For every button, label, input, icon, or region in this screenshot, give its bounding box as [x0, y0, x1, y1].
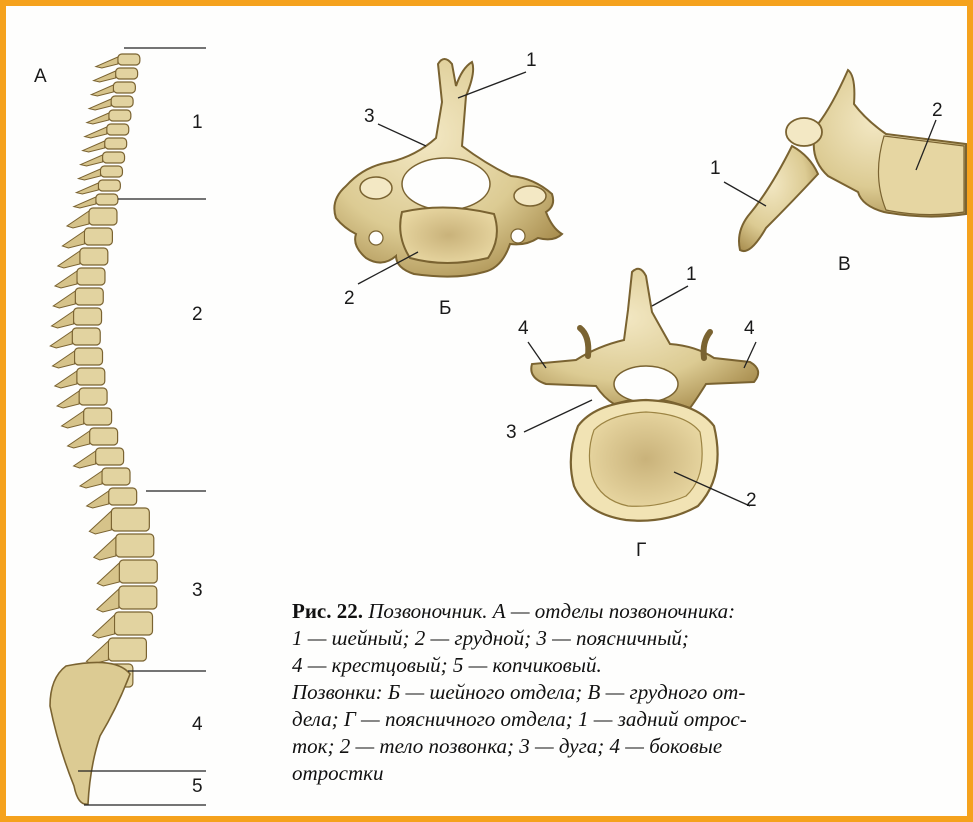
- spinous-process: [80, 471, 102, 488]
- vertebra: [80, 248, 108, 265]
- vertebra: [108, 638, 146, 661]
- vertebra: [105, 138, 127, 149]
- spinous-process: [53, 291, 75, 308]
- spinous-process: [91, 85, 113, 96]
- vertebra: [103, 152, 125, 163]
- callout-number: 1: [710, 158, 721, 180]
- spinous-process: [96, 57, 118, 68]
- callout-number: 4: [518, 318, 529, 340]
- section-number: 5: [192, 776, 203, 798]
- spinous-process: [78, 169, 100, 180]
- spinous-process: [52, 311, 74, 328]
- vertebra: [102, 468, 130, 485]
- vertebra: [77, 268, 105, 285]
- caption-line: ток; 2 — тело позвонка; 3 — дуга; 4 — бо…: [292, 733, 972, 760]
- panel-label-a: А: [34, 66, 47, 88]
- vertebra: [118, 54, 140, 65]
- callout-number: 2: [344, 288, 355, 310]
- thoracic-vertebra: [739, 70, 966, 251]
- caption-line: Рис. 22. Позвоночник. А — отделы позвоно…: [292, 598, 972, 625]
- vertebra: [74, 308, 102, 325]
- caption-line: Позвонки: Б — шейного отдела; В — грудно…: [292, 679, 972, 706]
- vertebra: [96, 194, 118, 205]
- spinous-process: [94, 71, 116, 82]
- vertebral-column: [50, 54, 157, 804]
- callout-number: 1: [686, 264, 697, 286]
- vertebra: [116, 534, 154, 557]
- spinous-process: [53, 351, 75, 368]
- vertebra: [107, 124, 129, 135]
- vertebra: [119, 586, 157, 609]
- spinous-process: [89, 99, 111, 110]
- spinous-process: [58, 251, 80, 268]
- spinous-process: [87, 113, 109, 124]
- spinous-process: [87, 491, 109, 508]
- vertebra: [72, 328, 100, 345]
- vertebra: [113, 82, 135, 93]
- spinous-process: [85, 127, 107, 138]
- spinous-process: [57, 391, 79, 408]
- figure-reference: Рис. 22.: [292, 599, 363, 623]
- spinous-process: [89, 511, 111, 534]
- spinous-process: [97, 589, 119, 612]
- section-number: 4: [192, 714, 203, 736]
- spinous-process: [81, 155, 103, 166]
- vertebra: [89, 208, 117, 225]
- vertebra: [75, 348, 103, 365]
- vertebra: [109, 488, 137, 505]
- vertebra: [111, 96, 133, 107]
- caption-line: 1 — шейный; 2 — грудной; 3 — поясничный;: [292, 625, 972, 652]
- callout-number: 4: [744, 318, 755, 340]
- vertebra: [77, 368, 105, 385]
- callout-number: 3: [506, 422, 517, 444]
- vertebra: [84, 228, 112, 245]
- spinous-process: [62, 411, 84, 428]
- spinous-process: [62, 231, 84, 248]
- spinous-process: [74, 197, 96, 208]
- panel-label-b: Б: [439, 298, 451, 320]
- vertebra: [119, 560, 157, 583]
- vertebra: [79, 388, 107, 405]
- callout-number: 1: [526, 50, 537, 72]
- spinous-process: [67, 211, 89, 228]
- panel-label-g: Г: [636, 540, 646, 562]
- spinous-process: [86, 641, 108, 664]
- section-number: 1: [192, 112, 203, 134]
- callout-number: 3: [364, 106, 375, 128]
- figure-caption: Рис. 22. Позвоночник. А — отделы позвоно…: [292, 598, 972, 787]
- caption-line: отростки: [292, 760, 972, 787]
- caption-line: дела; Г — поясничного отдела; 1 — задний…: [292, 706, 972, 733]
- section-number: 3: [192, 580, 203, 602]
- vertebra: [116, 68, 138, 79]
- vertebra: [96, 448, 124, 465]
- vertebra: [115, 612, 153, 635]
- spinous-process: [55, 371, 77, 388]
- spinous-process: [97, 563, 119, 586]
- lumbar-vertebra: [531, 269, 758, 521]
- panel-label-v: В: [838, 254, 851, 276]
- caption-line: 4 — крестцовый; 5 — копчиковый.: [292, 652, 972, 679]
- vertebra: [111, 508, 149, 531]
- vertebra: [100, 166, 122, 177]
- vertebra: [75, 288, 103, 305]
- vertebra: [84, 408, 112, 425]
- spinous-process: [94, 537, 116, 560]
- sacrum: [50, 662, 130, 804]
- callout-number: 2: [932, 100, 943, 122]
- vertebra: [109, 110, 131, 121]
- callout-number: 2: [746, 490, 757, 512]
- section-number: 2: [192, 304, 203, 326]
- spinous-process: [74, 451, 96, 468]
- vertebra: [98, 180, 120, 191]
- spinous-process: [55, 271, 77, 288]
- spinous-process: [68, 431, 90, 448]
- spinous-process: [83, 141, 105, 152]
- caption-text: Позвоночник. А — отделы позвоночника:: [363, 599, 735, 623]
- spinous-process: [93, 615, 115, 638]
- spinous-process: [76, 183, 98, 194]
- vertebra: [90, 428, 118, 445]
- spinous-process: [50, 331, 72, 348]
- cervical-vertebra: [334, 59, 562, 277]
